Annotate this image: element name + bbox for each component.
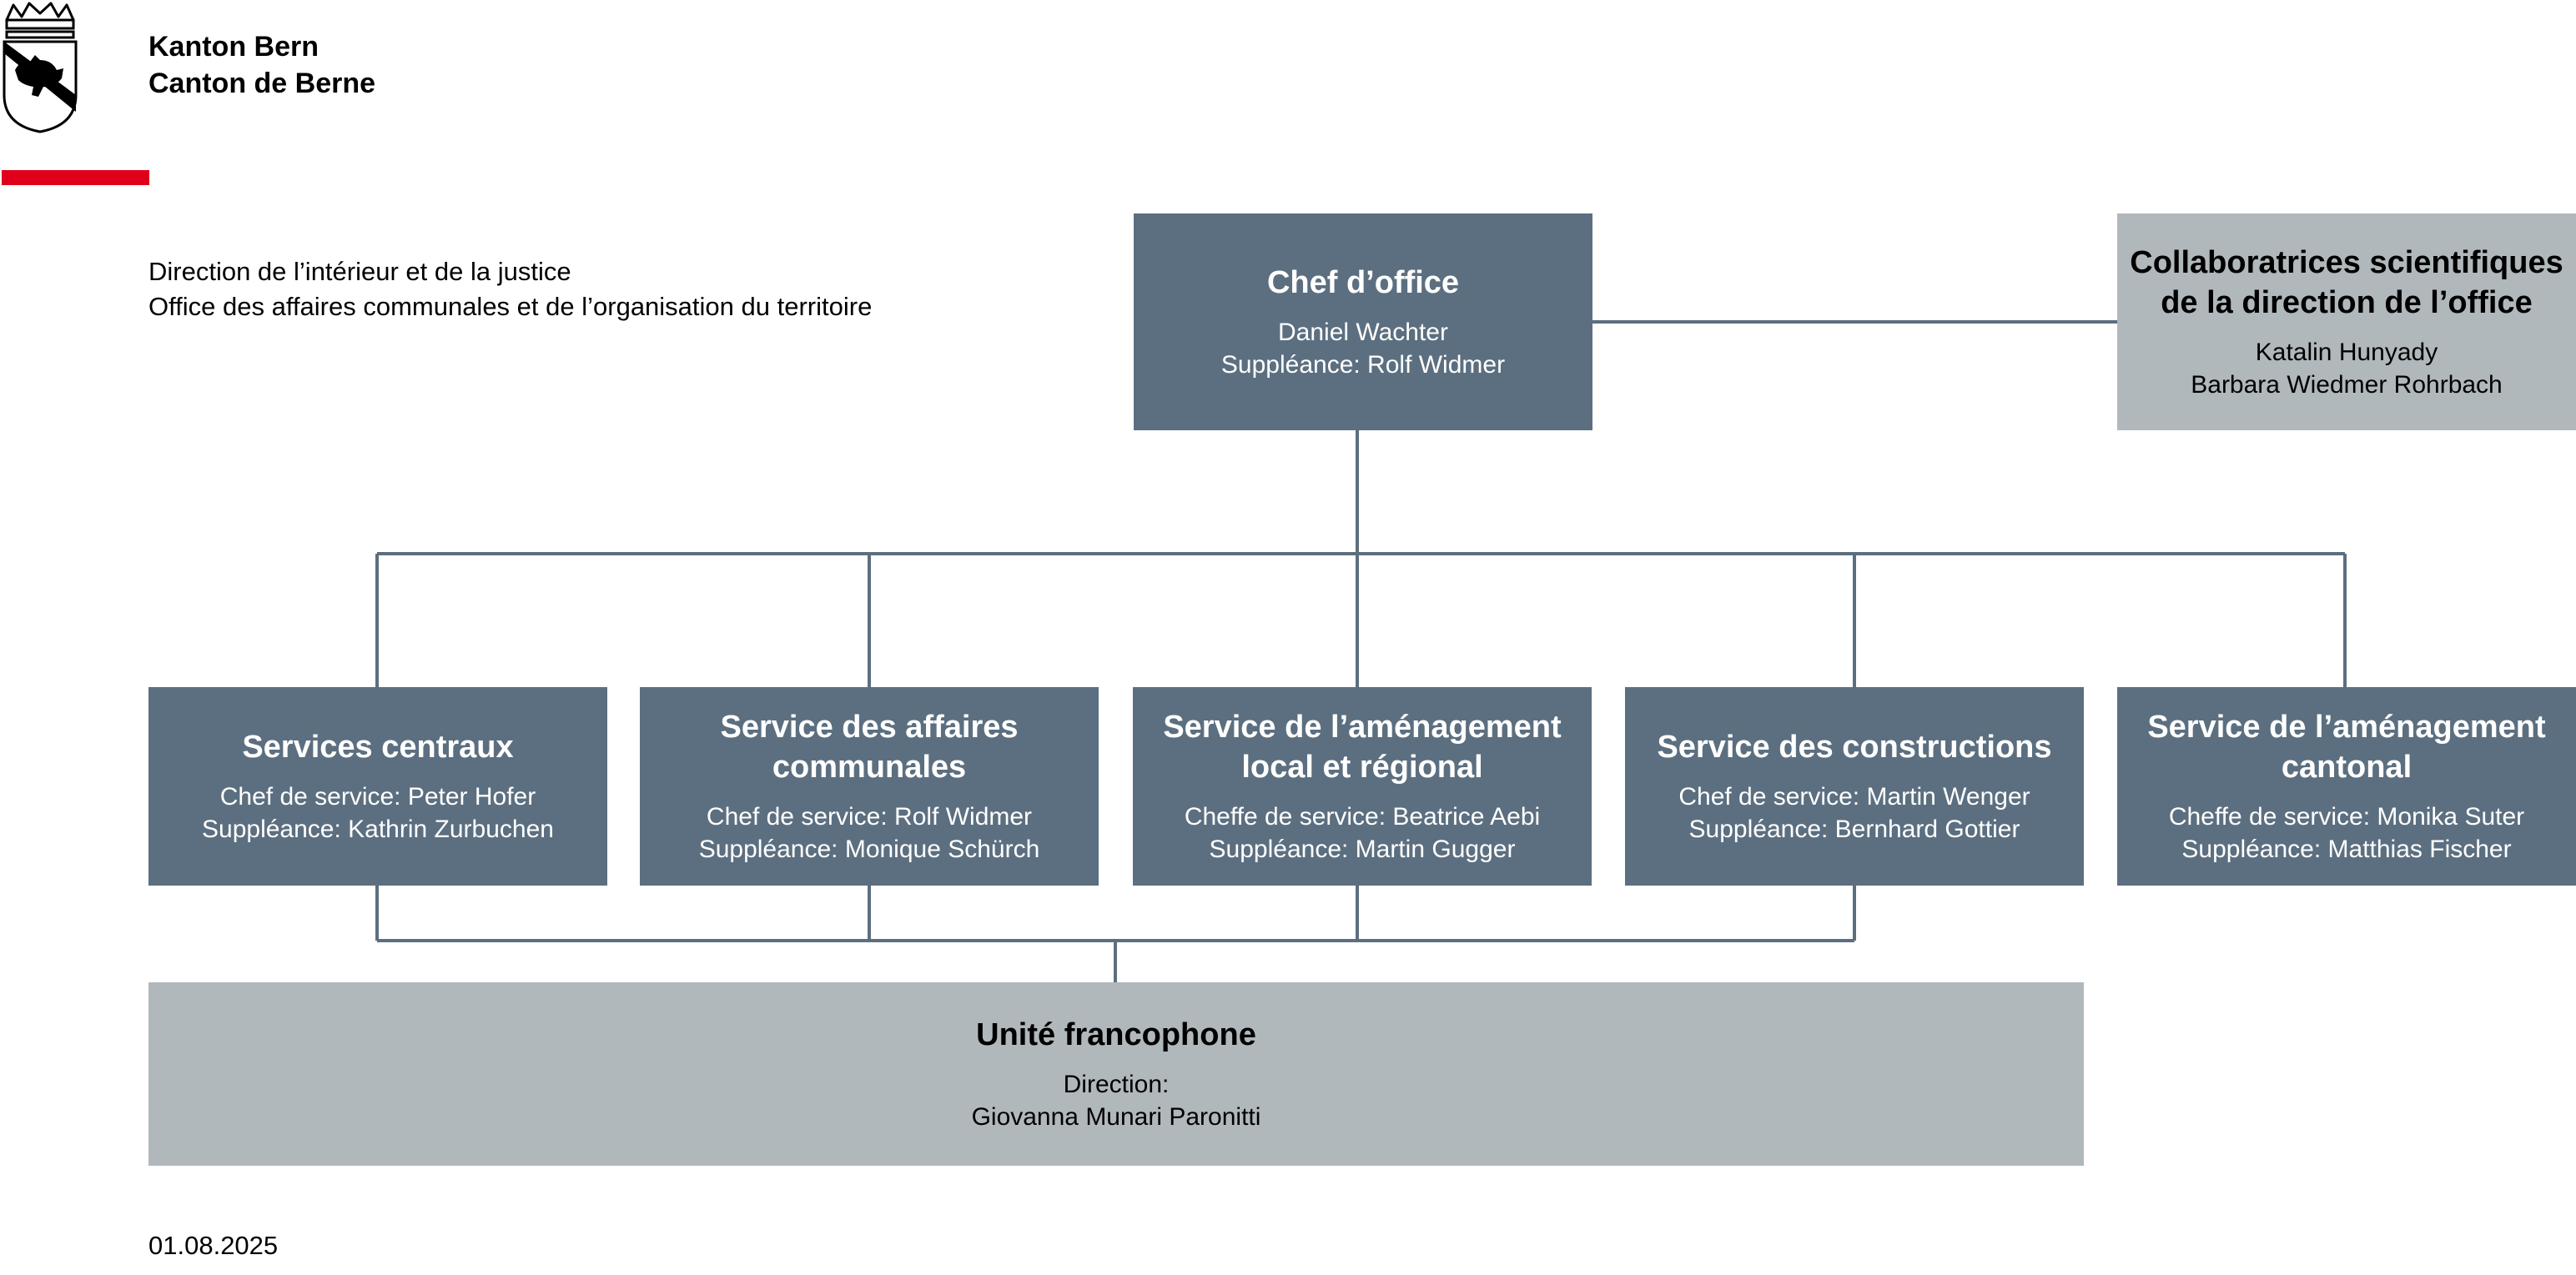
service-box-central: Services centraux Chef de service: Peter… [148, 687, 607, 886]
head-deputy: Suppléance: Rolf Widmer [1220, 351, 1506, 379]
office-name: Office des affaires communales et de l’o… [148, 292, 873, 321]
service-chief: Cheffe de service: Monika Suter [2168, 803, 2525, 831]
service-title: Services centraux [242, 730, 514, 765]
service-box-constructions: Service des constructions Chef de servic… [1625, 687, 2084, 886]
service-chief: Chef de service: Rolf Widmer [706, 803, 1033, 831]
head-name: Daniel Wachter [1278, 319, 1448, 346]
unit-title: Unité francophone [976, 1017, 1256, 1052]
head-of-office-box: Chef d’office Daniel Wachter Suppléance:… [1134, 213, 1592, 430]
service-title: Service de l’aménagement cantonal [2147, 710, 2546, 785]
directorate-name: Direction de l’intérieur et de la justic… [148, 257, 571, 286]
service-title: Service de l’aménagement local et région… [1163, 710, 1562, 785]
service-box-local-regional-planning: Service de l’aménagement local et région… [1133, 687, 1592, 886]
service-deputy: Suppléance: Martin Gugger [1209, 836, 1516, 863]
head-title: Chef d’office [1266, 265, 1460, 300]
canton-name-french: Canton de Berne [148, 68, 376, 99]
bern-bear-crest-icon [3, 2, 78, 133]
service-box-communal-affairs: Service des affaires communales Chef de … [640, 687, 1099, 886]
staff-member: Katalin Hunyady [2255, 339, 2438, 366]
staff-member: Barbara Wiedmer Rohrbach [2191, 371, 2503, 399]
service-deputy: Suppléance: Bernhard Gottier [1688, 816, 2020, 843]
service-chief: Cheffe de service: Beatrice Aebi [1184, 803, 1541, 831]
staff-title: Collaboratrices scientifiques de la dire… [2130, 245, 2563, 320]
canton-name-german: Kanton Bern [148, 31, 319, 63]
unit-direction-label: Direction: [1063, 1071, 1170, 1098]
scientific-staff-box: Collaboratrices scientifiques de la dire… [2117, 213, 2576, 430]
brand-accent-bar [2, 170, 149, 185]
service-title: Service des affaires communales [720, 710, 1019, 785]
service-box-cantonal-planning: Service de l’aménagement cantonal Cheffe… [2117, 687, 2576, 886]
service-deputy: Suppléance: Kathrin Zurbuchen [202, 816, 554, 843]
service-chief: Chef de service: Peter Hofer [219, 783, 536, 811]
service-chief: Chef de service: Martin Wenger [1678, 783, 2030, 811]
chart-date: 01.08.2025 [148, 1231, 279, 1260]
francophone-unit-box: Unité francophone Direction: Giovanna Mu… [148, 982, 2084, 1166]
service-deputy: Suppléance: Matthias Fischer [2181, 836, 2512, 863]
service-title: Service des constructions [1657, 730, 2052, 765]
unit-director-name: Giovanna Munari Paronitti [971, 1103, 1261, 1131]
service-deputy: Suppléance: Monique Schürch [698, 836, 1040, 863]
